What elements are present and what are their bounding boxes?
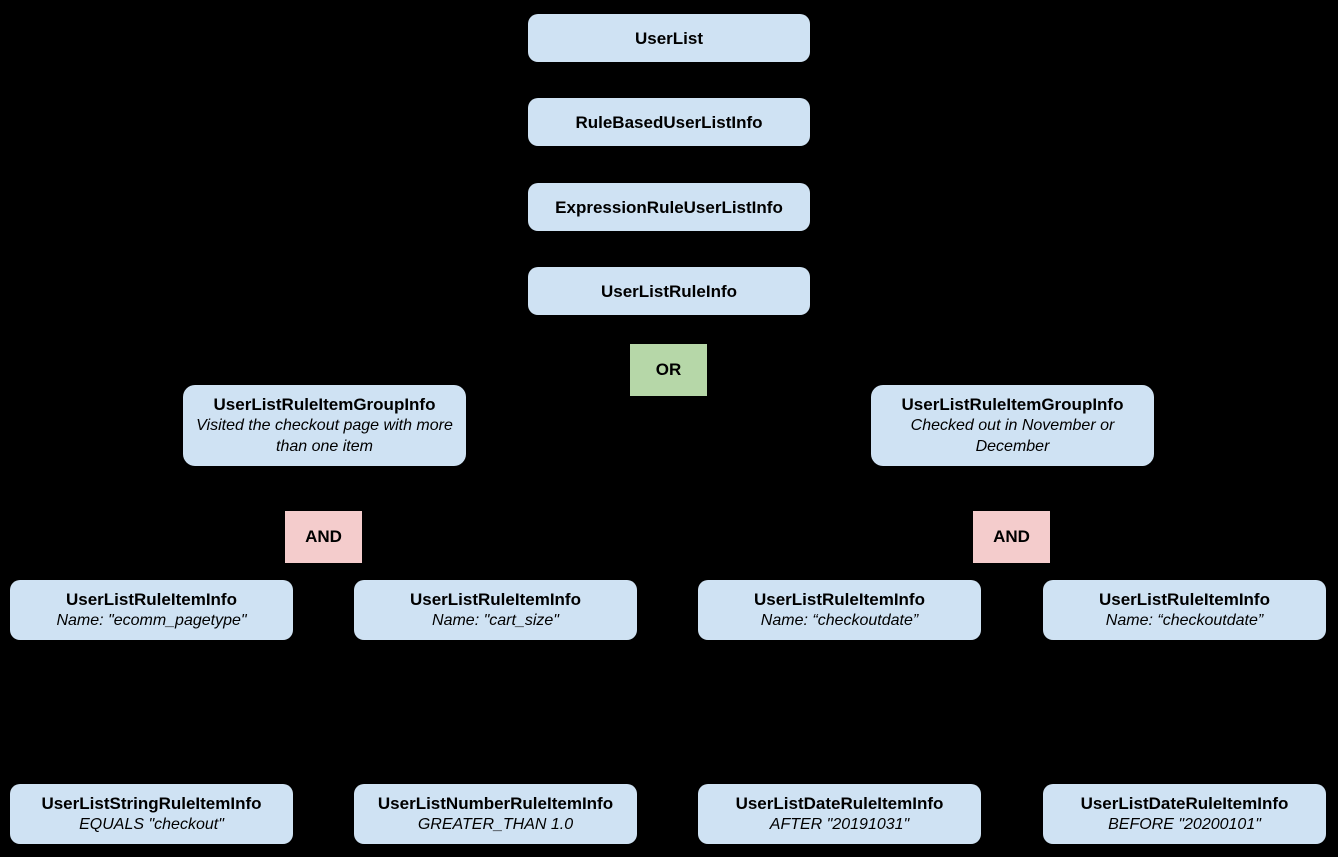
node-rule-item-ecomm-pagetype: UserListRuleItemInfo Name: "ecomm_pagety…	[10, 580, 293, 640]
node-subtitle: Name: “checkoutdate”	[760, 612, 919, 629]
node-rule-item-group-right: UserListRuleItemGroupInfo Checked out in…	[871, 385, 1154, 466]
node-userlistruleinfo: UserListRuleInfo	[528, 267, 810, 315]
node-title: UserListDateRuleItemInfo	[1080, 794, 1289, 813]
node-rule-item-group-left: UserListRuleItemGroupInfo Visited the ch…	[183, 385, 466, 466]
node-subtitle: Name: "cart_size"	[432, 612, 559, 629]
node-subtitle: GREATER_THAN 1.0	[417, 816, 574, 833]
node-subtitle: Visited the checkout page with more than…	[196, 417, 453, 455]
node-title: UserListRuleItemInfo	[754, 590, 925, 609]
or-operator-label: OR	[655, 360, 682, 379]
node-subtitle: Name: “checkoutdate”	[1105, 612, 1264, 629]
node-title: UserListDateRuleItemInfo	[735, 794, 944, 813]
node-date-rule-item-after: UserListDateRuleItemInfo AFTER "20191031…	[698, 784, 981, 844]
node-title: UserListRuleInfo	[600, 281, 738, 301]
node-subtitle: Name: "ecomm_pagetype"	[56, 612, 247, 629]
or-operator-node: OR	[630, 344, 707, 396]
and-operator-node-right: AND	[973, 511, 1050, 563]
node-rule-item-checkoutdate-1: UserListRuleItemInfo Name: “checkoutdate…	[698, 580, 981, 640]
node-title: UserListRuleItemGroupInfo	[213, 395, 436, 414]
node-userlist: UserList	[528, 14, 810, 62]
node-title: UserListStringRuleItemInfo	[41, 794, 262, 813]
node-string-rule-item: UserListStringRuleItemInfo EQUALS "check…	[10, 784, 293, 844]
node-subtitle: BEFORE "20200101"	[1108, 816, 1261, 833]
node-rule-item-checkoutdate-2: UserListRuleItemInfo Name: “checkoutdate…	[1043, 580, 1326, 640]
node-rule-item-cart-size: UserListRuleItemInfo Name: "cart_size"	[354, 580, 637, 640]
node-title: UserListNumberRuleItemInfo	[377, 794, 614, 813]
node-title: UserListRuleItemInfo	[66, 590, 237, 609]
node-rulebaseduserlistinfo: RuleBasedUserListInfo	[528, 98, 810, 146]
node-title: UserListRuleItemInfo	[410, 590, 581, 609]
node-subtitle: Checked out in November or December	[910, 417, 1115, 455]
node-title: RuleBasedUserListInfo	[575, 112, 763, 132]
and-operator-label: AND	[305, 527, 342, 546]
node-number-rule-item: UserListNumberRuleItemInfo GREATER_THAN …	[354, 784, 637, 844]
node-title: UserList	[634, 28, 704, 48]
and-operator-node-left: AND	[285, 511, 362, 563]
node-date-rule-item-before: UserListDateRuleItemInfo BEFORE "2020010…	[1043, 784, 1326, 844]
node-expressionruleuserlistinfo: ExpressionRuleUserListInfo	[528, 183, 810, 231]
node-subtitle: EQUALS "checkout"	[79, 816, 224, 833]
and-operator-label: AND	[993, 527, 1030, 546]
node-title: ExpressionRuleUserListInfo	[555, 197, 783, 217]
node-subtitle: AFTER "20191031"	[769, 816, 910, 833]
node-title: UserListRuleItemGroupInfo	[901, 395, 1124, 414]
node-title: UserListRuleItemInfo	[1099, 590, 1270, 609]
